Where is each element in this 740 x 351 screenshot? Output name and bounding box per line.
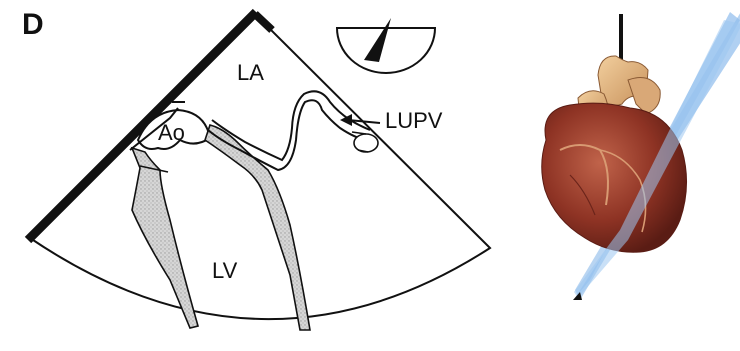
probe-orientation-icon xyxy=(337,18,435,73)
heart-3d-icon xyxy=(542,0,740,300)
label-lupv: LUPV xyxy=(385,108,442,134)
label-ao: Ao xyxy=(158,120,185,146)
label-lv: LV xyxy=(212,258,237,284)
label-la: LA xyxy=(237,60,264,86)
